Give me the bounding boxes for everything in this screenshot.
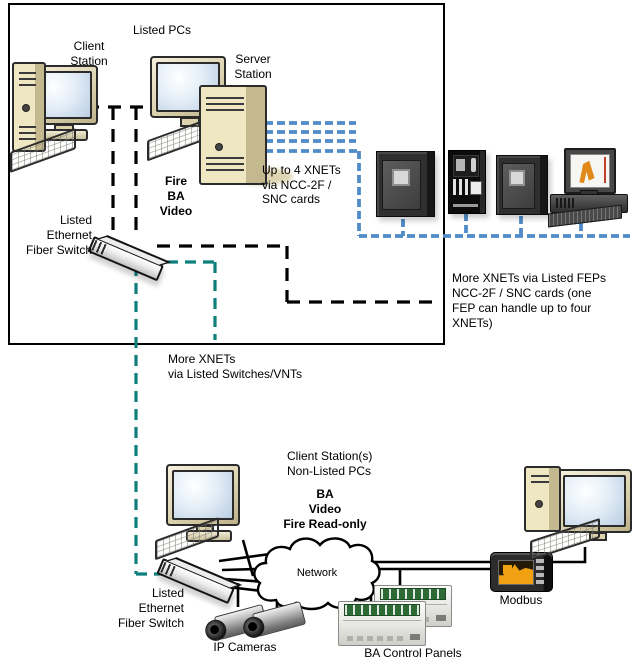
label-line: Fiber Switch	[117, 616, 184, 630]
label-line: More XNETs	[168, 352, 236, 366]
up-to-4-xnets-label: Up to 4 XNETs via NCC-2F / SNC cards	[262, 163, 341, 207]
ba-control-panel-front	[338, 601, 426, 646]
panel-display	[453, 155, 479, 177]
label-line: Fiber Switch	[25, 243, 92, 257]
label-line: FEP can handle up to four	[452, 301, 592, 315]
server-station-label: Server Station	[224, 52, 282, 82]
gauge	[456, 159, 465, 171]
power-button-icon	[535, 500, 543, 508]
panel-port	[410, 634, 420, 640]
tower-vents	[19, 72, 36, 86]
power-button-icon	[22, 104, 30, 112]
label-line: BA	[316, 487, 334, 501]
map-graphic	[579, 160, 595, 184]
tower-vents	[206, 97, 245, 113]
network-label: Network	[296, 567, 338, 579]
label-line: Listed	[151, 586, 184, 600]
label-line: Server	[235, 52, 271, 66]
server-tower-icon	[199, 85, 267, 185]
panel-label-strip	[453, 204, 478, 207]
panel-buttons	[453, 179, 468, 195]
panel-display	[509, 170, 525, 186]
label-line: SNC cards	[262, 192, 321, 206]
panel-display	[392, 169, 410, 186]
modbus-screen	[498, 560, 534, 585]
label-line: Client Station(s)	[287, 449, 373, 463]
more-xnets-feps-note: More XNETs via Listed FEPs NCC-2F / SNC …	[452, 271, 606, 331]
fire-ba-video-label: Fire BA Video	[148, 174, 204, 219]
monitor-icon	[557, 469, 632, 533]
tower-vents	[206, 157, 245, 175]
terminal-strip	[344, 604, 420, 616]
terminal-strip	[380, 588, 446, 600]
panel-seam	[343, 620, 421, 621]
ip-cameras-label: IP Cameras	[213, 640, 277, 654]
listed-system-boundary	[8, 3, 445, 345]
xnet-workstation	[548, 145, 634, 228]
pc-tower-icon	[524, 466, 561, 532]
screen	[570, 154, 610, 188]
switch-bottom-label: Listed Ethernet Fiber Switch	[98, 586, 184, 631]
power-button-icon	[215, 143, 223, 151]
fire-alarm-panel-3	[496, 155, 548, 215]
modbus-buttons	[536, 559, 544, 586]
panel-vents	[347, 636, 405, 641]
label-line: Non-Listed PCs	[287, 464, 372, 478]
client-stations-bottom-label: Client Station(s) Non-Listed PCs	[287, 449, 372, 479]
label-line: BA	[167, 189, 185, 203]
panel-window	[470, 181, 482, 195]
crt-monitor-icon	[564, 148, 616, 194]
client-station-label: Client Station	[60, 39, 118, 69]
tower-vents	[19, 126, 36, 142]
panel-port	[436, 615, 446, 621]
label-line: via Listed Switches/VNTs	[168, 367, 303, 381]
label-line: Station	[234, 67, 272, 81]
unit-vents	[556, 198, 576, 208]
handset-icon	[471, 158, 476, 172]
label-line: NCC-2F / SNC cards (one	[452, 286, 592, 300]
label-line: Up to 4 XNETs	[262, 163, 341, 177]
label-line: Ethernet	[138, 601, 184, 615]
screen-widget	[503, 565, 512, 574]
screen-sidebar	[604, 157, 606, 183]
label-line: Client	[73, 39, 105, 53]
label-line: Video	[308, 502, 342, 516]
pc-tower-icon	[12, 62, 46, 152]
modbus-device	[490, 552, 553, 592]
ba-control-panels-label: BA Control Panels	[364, 646, 462, 660]
label-line: Ethernet	[46, 228, 92, 242]
label-line: Station	[70, 54, 108, 68]
label-line: XNETs)	[452, 316, 493, 330]
label-line: via NCC-2F /	[262, 177, 332, 192]
listed-pcs-label: Listed PCs	[133, 23, 192, 37]
ba-video-fire-readonly-label: BA Video Fire Read-only	[276, 487, 374, 532]
fire-alarm-panel-2	[448, 150, 486, 214]
fire-alarm-panel-1	[376, 151, 435, 217]
label-line: More XNETs via Listed FEPs	[452, 271, 607, 285]
label-line: Fire	[164, 174, 187, 188]
label-line: Video	[159, 204, 193, 218]
monitor-icon	[166, 464, 240, 526]
label-line: Listed	[59, 213, 92, 227]
screen	[172, 470, 234, 520]
more-xnets-switches-note: More XNETs via Listed Switches/VNTs	[168, 352, 302, 382]
label-line: Fire Read-only	[283, 517, 367, 531]
switch-top-label: Listed Ethernet Fiber Switch	[0, 213, 92, 258]
tower-vents	[531, 475, 550, 487]
modbus-label: Modbus	[499, 593, 543, 607]
